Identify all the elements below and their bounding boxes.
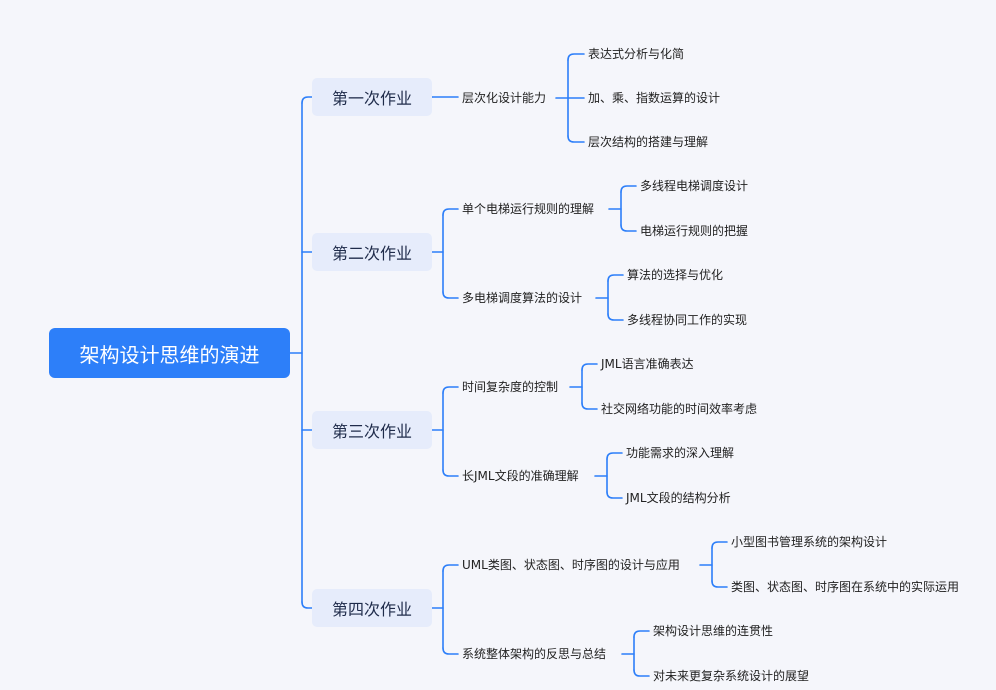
topic-3-2[interactable]: 长JML文段的准确理解 <box>462 469 579 483</box>
t32-link-child-0 <box>606 452 623 460</box>
leaf-2-2-2[interactable]: 多线程协同工作的实现 <box>627 313 748 327</box>
root-link-child-3 <box>301 601 313 609</box>
t22-link-child-0 <box>607 274 624 282</box>
leaf-4-1-1[interactable]: 小型图书管理系统的架构设计 <box>731 535 888 549</box>
leaf-3-2-2[interactable]: JML文段的结构分析 <box>626 491 731 505</box>
b2-link-child-1 <box>442 291 459 299</box>
leaf-1-1-1[interactable]: 表达式分析与化简 <box>588 47 685 61</box>
b2-link-child-0 <box>442 208 459 216</box>
t31-link-child-0 <box>581 363 598 371</box>
root-link-child-0 <box>301 96 313 104</box>
topic-3-1[interactable]: 时间复杂度的控制 <box>462 380 559 394</box>
b4-link-child-0 <box>442 564 459 572</box>
branch-node-3[interactable]: 第三次作业 <box>312 411 432 449</box>
branch-node-1[interactable]: 第一次作业 <box>312 78 432 116</box>
t42-link-child-0 <box>633 630 650 638</box>
topic-1-1[interactable]: 层次化设计能力 <box>462 91 547 105</box>
leaf-4-2-2[interactable]: 对未来更复杂系统设计的展望 <box>653 669 810 683</box>
t21-link-child-0 <box>620 185 637 193</box>
leaf-2-1-2[interactable]: 电梯运行规则的把握 <box>640 224 749 238</box>
t41-link-child-0 <box>711 541 728 549</box>
t21-link-child-1 <box>620 224 637 232</box>
t41-link-child-1 <box>711 580 728 588</box>
leaf-2-2-1[interactable]: 算法的选择与优化 <box>627 268 724 282</box>
leaf-2-1-1[interactable]: 多线程电梯调度设计 <box>640 179 749 193</box>
b4-link-child-1 <box>442 647 459 655</box>
t42-link-child-1 <box>633 669 650 677</box>
t32-link-child-1 <box>606 491 623 499</box>
leaf-4-1-2[interactable]: 类图、状态图、时序图在系统中的实际运用 <box>731 580 960 594</box>
topic-4-2[interactable]: 系统整体架构的反思与总结 <box>462 647 607 661</box>
t22-link-child-1 <box>607 313 624 321</box>
b3-link-child-1 <box>442 469 459 477</box>
root-node[interactable]: 架构设计思维的演进 <box>49 328 290 378</box>
t11-link-child-2 <box>567 135 585 143</box>
leaf-4-2-1[interactable]: 架构设计思维的连贯性 <box>653 624 774 638</box>
t31-link-child-1 <box>581 402 598 410</box>
topic-4-1[interactable]: UML类图、状态图、时序图的设计与应用 <box>462 558 680 572</box>
leaf-1-1-2[interactable]: 加、乘、指数运算的设计 <box>588 91 721 105</box>
branch-node-2[interactable]: 第二次作业 <box>312 233 432 271</box>
branch-node-4[interactable]: 第四次作业 <box>312 589 432 627</box>
topic-2-2[interactable]: 多电梯调度算法的设计 <box>462 291 583 305</box>
b3-link-child-0 <box>442 386 459 394</box>
leaf-3-1-1[interactable]: JML语言准确表达 <box>601 357 694 371</box>
leaf-3-1-2[interactable]: 社交网络功能的时间效率考虑 <box>601 402 758 416</box>
t11-link-child-0 <box>567 53 585 61</box>
leaf-3-2-1[interactable]: 功能需求的深入理解 <box>626 446 735 460</box>
leaf-1-1-3[interactable]: 层次结构的搭建与理解 <box>588 135 709 149</box>
topic-2-1[interactable]: 单个电梯运行规则的理解 <box>462 202 595 216</box>
